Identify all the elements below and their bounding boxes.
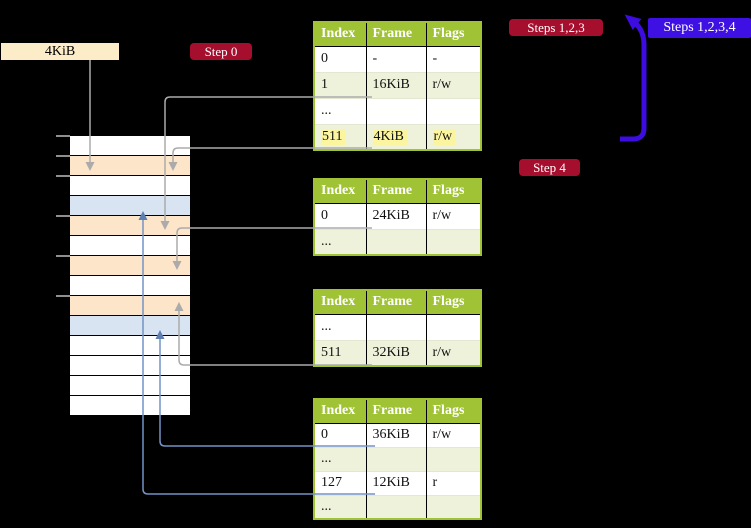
level-3-page-table-row-0: ... <box>314 314 481 340</box>
level-4-page-table-row-3: ... <box>314 494 481 519</box>
table-cell <box>365 228 426 255</box>
level-2-page-table-header-index: Index <box>314 179 366 204</box>
table-cell: r/w <box>425 339 481 366</box>
table-cell <box>425 97 481 124</box>
step4-badge-text: Step 4 <box>533 159 566 175</box>
level-1-page-table-header-index: Index <box>314 22 366 47</box>
memory-row-10-blue <box>70 316 190 336</box>
steps-loop-arrow <box>620 14 647 142</box>
table-cell: 4KiB <box>365 123 426 150</box>
memory-tick-marks <box>56 135 70 297</box>
table-cell <box>425 228 481 255</box>
level-1-page-table-header-frame: Frame <box>365 22 426 47</box>
table-cell <box>365 494 426 519</box>
arrow-t1-row511-to-frame <box>168 147 372 171</box>
table-cell <box>365 314 426 340</box>
level-4-page-table-header-flags: Flags <box>425 399 481 424</box>
step0-badge: Step 0 <box>190 43 252 60</box>
table-cell: r <box>425 470 481 495</box>
memory-strip <box>70 136 190 416</box>
table-cell: ... <box>314 494 366 519</box>
steps1234-badge: Steps 1,2,3,4 <box>648 18 751 38</box>
memory-row-1-white <box>70 136 190 156</box>
table-cell: ... <box>314 228 366 255</box>
table-cell: 32KiB <box>365 339 426 366</box>
memory-row-5-orange <box>70 216 190 236</box>
steps123-badge-text: Steps 1,2,3 <box>527 19 585 35</box>
table-cell: r/w <box>425 123 481 150</box>
table-cell: r/w <box>425 71 481 98</box>
level-2-page-table-row-1: ... <box>314 228 481 255</box>
memory-row-12-white <box>70 356 190 376</box>
level-2-page-table-header-frame: Frame <box>365 179 426 204</box>
memory-row-2-orange <box>70 156 190 176</box>
memory-row-4-blue <box>70 196 190 216</box>
table-cell: r/w <box>425 423 481 447</box>
table-cell: - <box>365 46 426 72</box>
memory-row-9-orange <box>70 296 190 316</box>
table-cell <box>425 446 481 471</box>
steps1234-badge-text: Steps 1,2,3,4 <box>663 20 736 35</box>
table-cell <box>425 314 481 340</box>
table-cell: 511 <box>314 339 366 366</box>
memory-row-14-white <box>70 396 190 416</box>
memory-row-8-white <box>70 276 190 296</box>
table-cell: 0 <box>321 427 328 442</box>
level-4-page-table-header-frame: Frame <box>365 399 426 424</box>
table-cell: ... <box>314 97 366 124</box>
table-cell: - <box>425 46 481 72</box>
level-1-page-table-header-flags: Flags <box>425 22 481 47</box>
memory-row-7-orange <box>70 256 190 276</box>
table-cell <box>365 446 426 471</box>
table-cell: 1 <box>314 71 366 98</box>
level-1-page-table-row-0: 0 -- <box>314 46 481 72</box>
level-3-page-table-header-flags: Flags <box>425 290 481 315</box>
table-cell: 0 <box>321 51 328 66</box>
table-cell: 36KiB <box>365 423 426 447</box>
table-cell <box>365 97 426 124</box>
level-1-page-table-row-2: ... <box>314 97 481 124</box>
memory-row-13-white <box>70 376 190 396</box>
table-cell: 511 <box>314 123 366 150</box>
steps123-badge: Steps 1,2,3 <box>509 19 603 36</box>
level-4-page-table-header-index: Index <box>314 399 366 424</box>
level-3-page-table-header-frame: Frame <box>365 290 426 315</box>
memory-row-6-white <box>70 236 190 256</box>
frame-4kib-label-text: 4KiB <box>44 43 76 59</box>
level-3-page-table-header-index: Index <box>314 290 366 315</box>
table-cell: 0 <box>321 208 328 223</box>
memory-row-11-white <box>70 336 190 356</box>
frame-4kib-label: 4KiB <box>1 43 119 60</box>
table-cell: 12KiB <box>365 470 426 495</box>
level-4-page-table-row-1: ... <box>314 446 481 471</box>
table-cell: 127 <box>314 470 366 495</box>
step4-badge: Step 4 <box>519 159 580 176</box>
table-cell: ... <box>314 446 366 471</box>
table-cell: 16KiB <box>365 71 426 98</box>
table-cell: r/w <box>425 203 481 229</box>
level-2-page-table-header-flags: Flags <box>425 179 481 204</box>
step0-badge-text: Step 0 <box>204 43 238 59</box>
memory-row-3-white <box>70 176 190 196</box>
table-cell: 24KiB <box>365 203 426 229</box>
table-cell: ... <box>321 319 332 334</box>
table-cell <box>425 494 481 519</box>
